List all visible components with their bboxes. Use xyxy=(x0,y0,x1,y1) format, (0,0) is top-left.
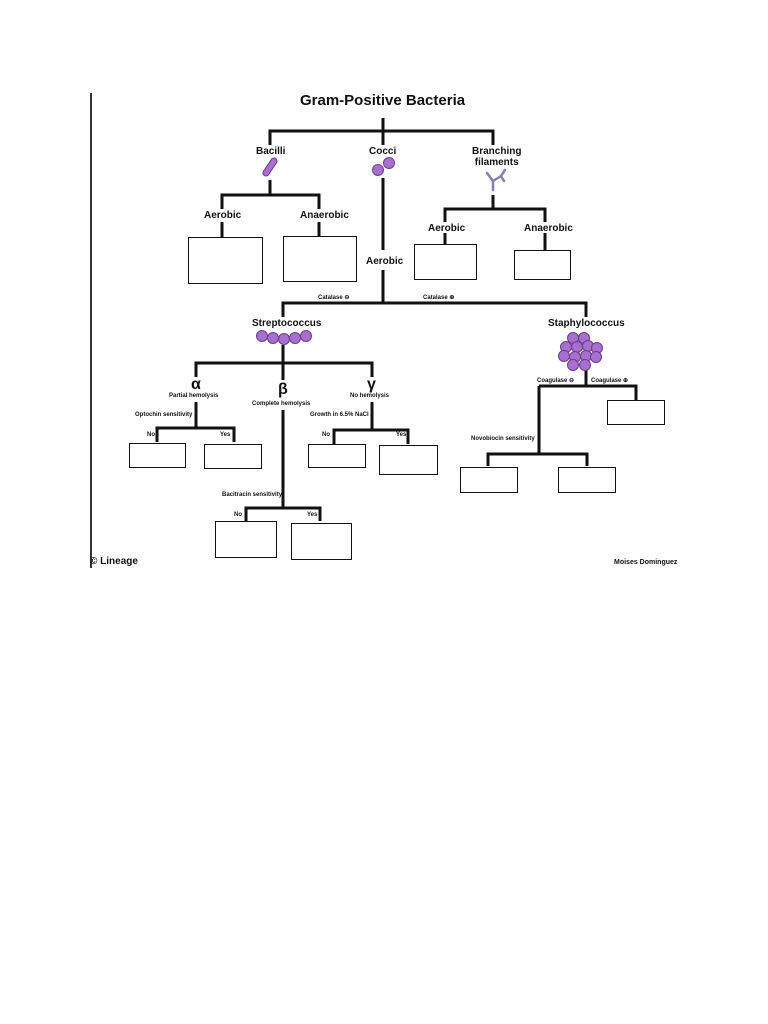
connector-bacilli xyxy=(220,180,321,209)
gamma-yes-answer-box[interactable] xyxy=(379,445,438,475)
no-hemolysis-label: No hemolysis xyxy=(350,393,390,399)
branching-filaments-label: Branching filaments xyxy=(472,146,522,168)
cocci-aerobic-label: Aerobic xyxy=(366,256,404,267)
novobiocin-left-answer-box[interactable] xyxy=(460,467,518,493)
beta-yes-answer-box[interactable] xyxy=(291,523,352,560)
staphylococcus-label: Staphylococcus xyxy=(548,318,625,329)
branching-anaerobic-label: Anaerobic xyxy=(524,223,573,234)
connector-staph xyxy=(486,368,638,466)
bacillus-rod-icon xyxy=(262,157,278,177)
catalase-negative-label: Catalase ⊖ xyxy=(318,295,350,301)
left-margin-rule xyxy=(90,93,92,568)
beta-yes-label: Yes xyxy=(307,512,318,518)
gamma-yes-label: Yes xyxy=(396,432,407,438)
staphylococcus-cluster-icon xyxy=(558,332,603,371)
coagulase-negative-label: Coagulase ⊖ xyxy=(537,378,575,384)
alpha-yes-label: Yes xyxy=(220,432,231,438)
streptococcus-chain-icon xyxy=(256,330,312,345)
novobiocin-right-answer-box[interactable] xyxy=(558,467,616,493)
alpha-symbol: α xyxy=(191,376,201,393)
branching-filament-icon xyxy=(485,168,507,192)
gamma-no-answer-box[interactable] xyxy=(308,444,366,468)
nacl-growth-label: Growth in 6.5% NaCl xyxy=(310,412,369,418)
diagram-title: Gram-Positive Bacteria xyxy=(300,92,466,109)
beta-symbol: β xyxy=(278,381,288,398)
beta-no-answer-box[interactable] xyxy=(215,521,277,558)
bacitracin-sensitivity-label: Bacitracin sensitivity xyxy=(222,492,283,498)
bacilli-anaerobic-label: Anaerobic xyxy=(300,210,349,221)
novobiocin-sensitivity-label: Novobiocin sensitivity xyxy=(471,436,535,442)
partial-hemolysis-label: Partial hemolysis xyxy=(169,393,219,399)
complete-hemolysis-label: Complete hemolysis xyxy=(252,401,311,407)
copyright-lineage: © Lineage xyxy=(90,556,138,567)
connector-root xyxy=(268,118,495,145)
connector-branching xyxy=(443,195,547,222)
cocci-label: Cocci xyxy=(369,146,397,157)
connector-cocci xyxy=(281,178,588,317)
bacilli-aerobic-answer-box[interactable] xyxy=(188,237,263,284)
cocci-pair-icon xyxy=(372,157,395,176)
alpha-no-answer-box[interactable] xyxy=(129,443,186,468)
optochin-sensitivity-label: Optochin sensitivity xyxy=(135,412,193,418)
connector-beta xyxy=(244,410,322,521)
connector-gamma xyxy=(332,402,410,444)
catalase-positive-label: Catalase ⊕ xyxy=(423,295,455,301)
branching-aerobic-answer-box[interactable] xyxy=(414,244,477,280)
author-credit: Moises Dominguez xyxy=(614,559,678,566)
alpha-no-label: No xyxy=(147,432,155,438)
bacilli-anaerobic-answer-box[interactable] xyxy=(283,236,357,282)
alpha-yes-answer-box[interactable] xyxy=(204,444,262,469)
connector-alpha xyxy=(155,402,236,442)
connector-strep xyxy=(194,345,374,380)
branching-aerobic-label: Aerobic xyxy=(428,223,466,234)
gamma-symbol: γ xyxy=(367,376,376,393)
branching-anaerobic-answer-box[interactable] xyxy=(514,250,571,280)
bacilli-label: Bacilli xyxy=(256,146,286,157)
bacilli-aerobic-label: Aerobic xyxy=(204,210,242,221)
streptococcus-label: Streptococcus xyxy=(252,318,322,329)
gamma-no-label: No xyxy=(322,432,330,438)
coagulase-positive-label: Coagulase ⊕ xyxy=(591,378,629,384)
beta-no-label: No xyxy=(234,512,242,518)
coagulase-positive-answer-box[interactable] xyxy=(607,400,665,425)
